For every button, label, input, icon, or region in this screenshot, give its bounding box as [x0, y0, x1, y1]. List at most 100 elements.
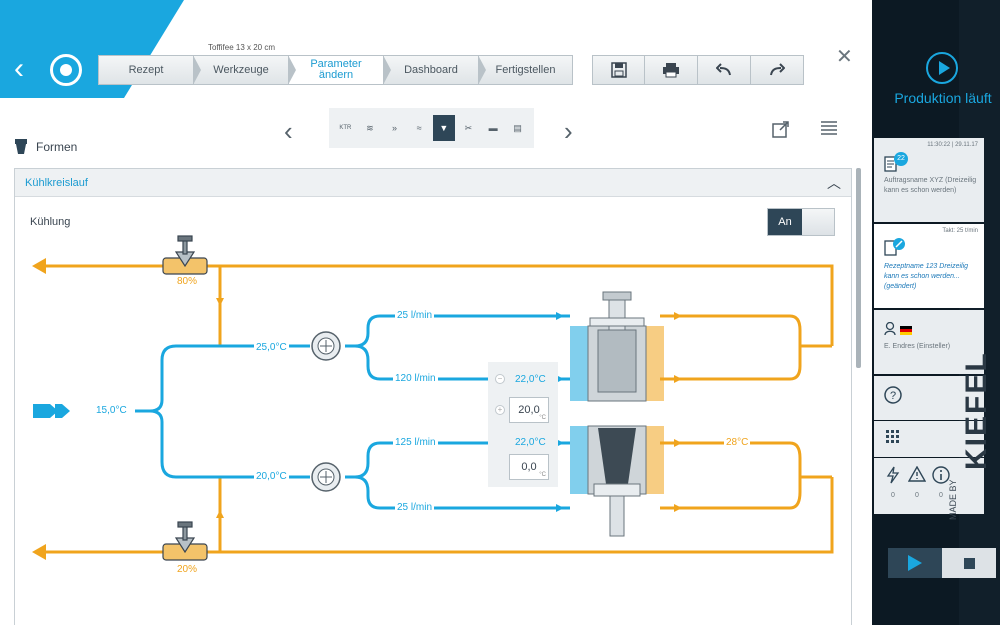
home-button[interactable]: [50, 54, 82, 86]
cycle-rate: Takt: 25 t/min: [942, 228, 978, 234]
recipe-card[interactable]: Takt: 25 t/min Rezeptname 123 Dreizeilig…: [874, 224, 984, 308]
mold-bottom-outlet: [660, 441, 832, 510]
mold-top-temperature: 22,0°C: [515, 374, 546, 385]
stop-button[interactable]: [942, 548, 996, 578]
ktr-icon[interactable]: KTR: [334, 115, 356, 141]
redo-button[interactable]: [751, 55, 804, 85]
vertical-scrollbar[interactable]: [856, 168, 861, 368]
return-line-top: [45, 264, 834, 346]
help-block: [874, 376, 984, 420]
inlet-arrow: [33, 404, 70, 418]
info-icon[interactable]: [932, 466, 950, 489]
panel-header: Kühlkreislauf ︿: [15, 169, 851, 197]
mold-upper: [570, 291, 664, 402]
outlet-arrow-top: [32, 258, 46, 274]
menu-icon[interactable]: [820, 120, 838, 141]
production-controls: [888, 548, 998, 578]
redo-icon: [770, 63, 785, 76]
svg-text:?: ?: [890, 390, 896, 402]
step-navigation: Rezept Werkzeuge Parameter ändern Dashbo…: [98, 55, 573, 85]
step-werkzeuge[interactable]: Werkzeuge: [193, 55, 288, 85]
mold-lower: [570, 425, 664, 537]
ktr-label: KTR: [339, 125, 352, 131]
step-rezept[interactable]: Rezept: [98, 55, 193, 85]
order-card[interactable]: 11:30:22 | 29.11.17 22 Auftragsname XYZ …: [874, 138, 984, 222]
step-fertigstellen[interactable]: Fertigstellen: [478, 55, 573, 85]
action-toolbar: [592, 55, 804, 85]
user-icon: [884, 322, 912, 336]
temperature-zones-icon[interactable]: ≋: [366, 122, 374, 133]
outlet-arrow-bottom: [32, 544, 46, 560]
save-icon: [610, 62, 627, 78]
flow-rate-1: 25 l/min: [395, 310, 435, 321]
pump-bottom: [311, 462, 341, 492]
setpoint-top-value: 20,0: [518, 404, 540, 416]
close-button[interactable]: ✕: [836, 46, 853, 68]
recipe-size-label: Toffifee 13 x 20 cm: [208, 43, 275, 52]
user-card[interactable]: E. Endres (Einsteller): [874, 310, 984, 374]
order-count-badge: 22: [894, 152, 908, 166]
apps-grid-icon[interactable]: [886, 430, 900, 449]
forming-icon: [15, 139, 27, 154]
setpoint-bottom-input[interactable]: 0,0 °C: [509, 454, 549, 480]
return-line-bottom: [45, 477, 834, 554]
cooling-label: Kühlung: [30, 216, 71, 228]
step-parameter-label: Parameter ändern: [310, 58, 362, 81]
next-group-button[interactable]: ›: [564, 116, 573, 146]
alerts-block: [874, 458, 984, 514]
production-play-icon[interactable]: [926, 52, 958, 84]
toggle-on-label: An: [768, 209, 802, 235]
forming-icon[interactable]: ▼: [432, 115, 455, 141]
conveyor-icon[interactable]: »: [392, 123, 398, 133]
valve-bottom-percent: 20%: [177, 564, 198, 575]
valve-bottom: [162, 521, 208, 561]
upper-bypass: [218, 266, 250, 348]
packaging-icon[interactable]: ▤: [513, 122, 522, 133]
cooling-diagram: [32, 235, 834, 561]
setpoint-top-unit: °C: [539, 415, 546, 421]
help-icon[interactable]: ?: [884, 386, 902, 409]
user-name: E. Endres (Einsteller): [884, 343, 951, 350]
undo-button[interactable]: [698, 55, 751, 85]
order-timestamp: 11:30:22 | 29.11.17: [927, 142, 978, 148]
flow-arrowheads: [216, 298, 682, 518]
apps-block: [874, 421, 984, 457]
brand-logo: KIEFEL: [960, 351, 993, 470]
cutting-icon[interactable]: ✂: [464, 122, 473, 133]
valve-top-percent: 80%: [177, 276, 198, 287]
supply-arrowheads: [556, 312, 564, 512]
heating-icon[interactable]: ≈: [416, 123, 422, 133]
print-button[interactable]: [645, 55, 698, 85]
step-parameter-aendern[interactable]: Parameter ändern: [288, 55, 383, 85]
cooling-toggle[interactable]: An: [767, 208, 835, 236]
mold-bottom-temperature: 22,0°C: [515, 437, 546, 448]
save-button[interactable]: [592, 55, 645, 85]
toggle-off-area: [802, 209, 834, 235]
supply-inlet: [135, 344, 310, 479]
flow-rate-4: 25 l/min: [395, 502, 435, 513]
step-dashboard[interactable]: Dashboard: [383, 55, 478, 85]
section-title: Formen: [36, 140, 78, 154]
back-button[interactable]: ‹: [14, 52, 24, 85]
mold-top-outlet: [660, 314, 832, 381]
minus-icon[interactable]: −: [495, 374, 505, 384]
print-icon: [663, 63, 679, 78]
play-button[interactable]: [888, 548, 942, 578]
flow-rate-2: 120 l/min: [393, 373, 438, 384]
chevron-up-icon[interactable]: ︿: [827, 174, 841, 191]
home-icon: [60, 64, 72, 76]
warning-icon[interactable]: [907, 465, 927, 487]
plus-icon[interactable]: +: [495, 405, 505, 415]
lower-branch-temperature: 20,0°C: [254, 471, 289, 482]
supply-lower-branch: [345, 441, 570, 510]
warning-count: 0: [915, 492, 919, 499]
setpoint-top-input[interactable]: 20,0 °C: [509, 397, 549, 423]
section-header: Formen: [14, 138, 77, 156]
power-alert-count: 0: [891, 492, 895, 499]
outlet-temperature: 28°C: [724, 437, 751, 448]
pump-top: [311, 331, 341, 361]
stacker-icon[interactable]: ▬: [488, 123, 498, 133]
previous-group-button[interactable]: ‹: [284, 116, 293, 146]
external-window-icon[interactable]: [772, 120, 790, 143]
power-alert-icon[interactable]: [886, 466, 900, 489]
